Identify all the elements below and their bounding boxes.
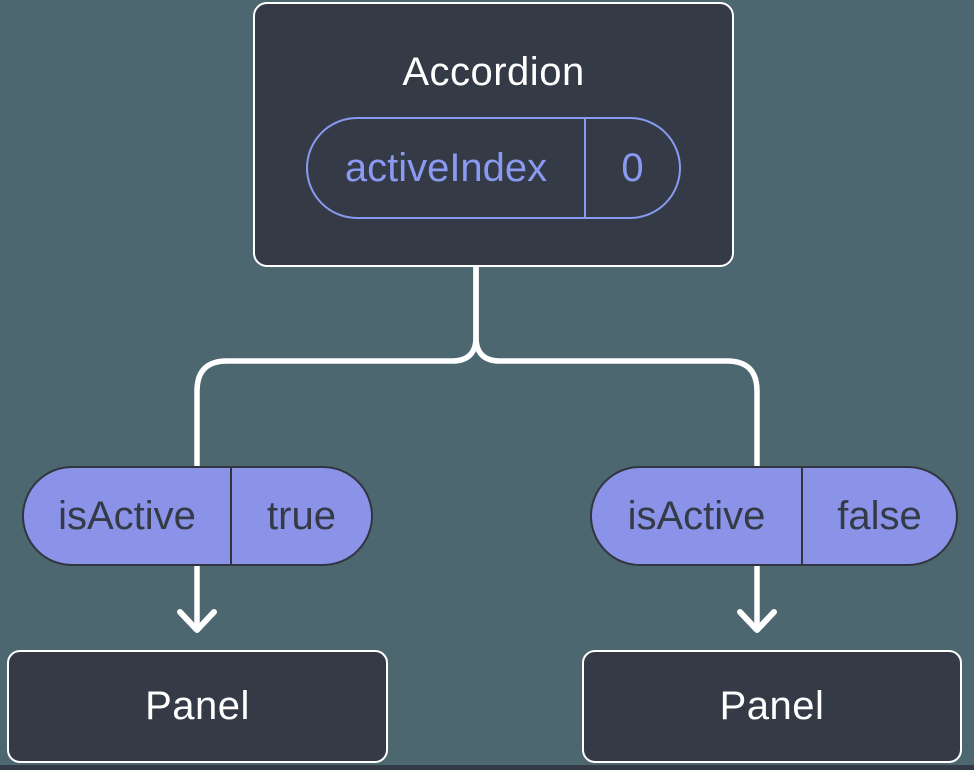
prop-pill-left: isActive true xyxy=(22,466,373,566)
panel-node-right: Panel xyxy=(582,650,962,763)
arrow-down-icon xyxy=(177,609,217,633)
prop-pill-right: isActive false xyxy=(590,466,958,566)
bottom-edge-strip xyxy=(0,765,974,770)
prop-value: true xyxy=(267,493,336,538)
prop-value: false xyxy=(837,493,922,538)
arrow-down-icon xyxy=(737,609,777,633)
prop-name: isActive xyxy=(592,468,803,564)
connector-right xyxy=(473,264,760,630)
panel-node-left: Panel xyxy=(7,650,388,763)
state-name: activeIndex xyxy=(308,119,586,217)
state-pill: activeIndex 0 xyxy=(306,117,681,219)
connector-left xyxy=(194,264,479,630)
state-value: 0 xyxy=(621,145,644,190)
accordion-node-title: Accordion xyxy=(402,50,585,94)
accordion-node: Accordion activeIndex 0 xyxy=(253,2,734,267)
prop-name: isActive xyxy=(24,468,232,564)
